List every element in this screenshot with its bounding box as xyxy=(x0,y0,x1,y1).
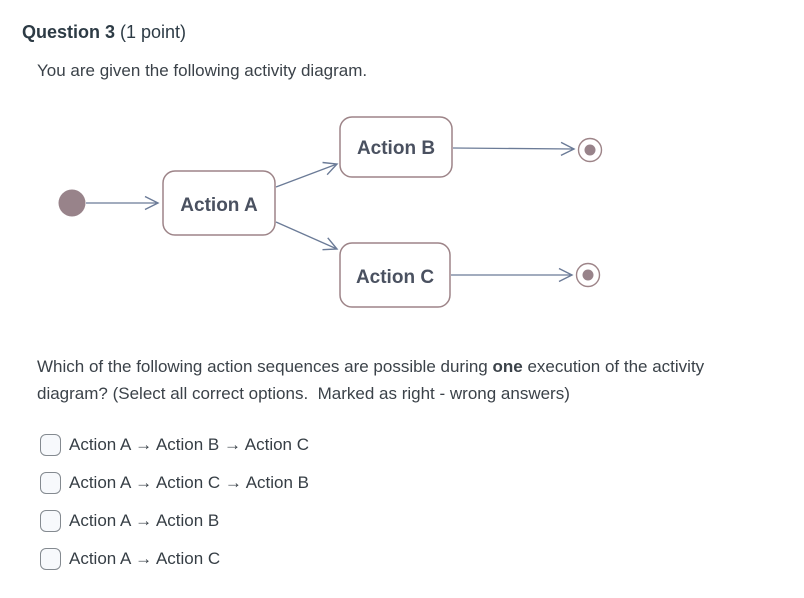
edge-b-to-final xyxy=(452,141,576,157)
answer-option-row-4: Action A → Action C xyxy=(40,547,309,571)
question-prompt: Which of the following action sequences … xyxy=(37,353,743,407)
answer-option-row-3: Action A → Action B xyxy=(40,509,309,533)
action-a-label: Action A xyxy=(180,195,258,216)
option-1-checkbox[interactable] xyxy=(40,434,61,456)
prompt-suffix: execution of the activity diagram? (Sele… xyxy=(37,357,709,403)
action-c-node: Action C xyxy=(339,242,451,308)
prompt-prefix: Which of the following action sequences … xyxy=(37,357,493,376)
option-1-label[interactable]: Action A → Action B → Action C xyxy=(69,435,310,454)
option-3-checkbox[interactable] xyxy=(40,510,61,532)
option-2-label[interactable]: Action A → Action C → Action B xyxy=(69,473,310,492)
edge-a-to-b xyxy=(275,161,339,188)
prompt-bold-word: one xyxy=(492,357,523,376)
option-4-label[interactable]: Action A → Action C xyxy=(69,549,221,568)
action-a-node: Action A xyxy=(162,170,276,236)
action-b-label: Action B xyxy=(357,138,435,159)
initial-node-icon xyxy=(58,189,86,217)
question-points: (1 point) xyxy=(115,22,187,42)
action-b-node: Action B xyxy=(339,116,453,178)
activity-diagram: Action A Action B Action C xyxy=(58,116,603,308)
intro-text: You are given the following activity dia… xyxy=(37,61,368,80)
edge-a-to-c xyxy=(275,221,339,251)
action-c-label: Action C xyxy=(356,267,434,288)
option-3-label[interactable]: Action A → Action B xyxy=(69,511,220,530)
option-4-checkbox[interactable] xyxy=(40,548,61,570)
question-title: Question 3 xyxy=(22,22,116,42)
final-node-b-icon xyxy=(577,137,603,163)
answer-option-row-2: Action A → Action C → Action B xyxy=(40,471,309,495)
final-node-c-icon xyxy=(575,262,601,288)
answer-option-row-1: Action A → Action B → Action C xyxy=(40,433,309,457)
question-header: Question 3 (1 point) xyxy=(22,22,186,43)
answer-options: Action A → Action B → Action C Action A … xyxy=(40,433,309,585)
option-2-checkbox[interactable] xyxy=(40,472,61,494)
